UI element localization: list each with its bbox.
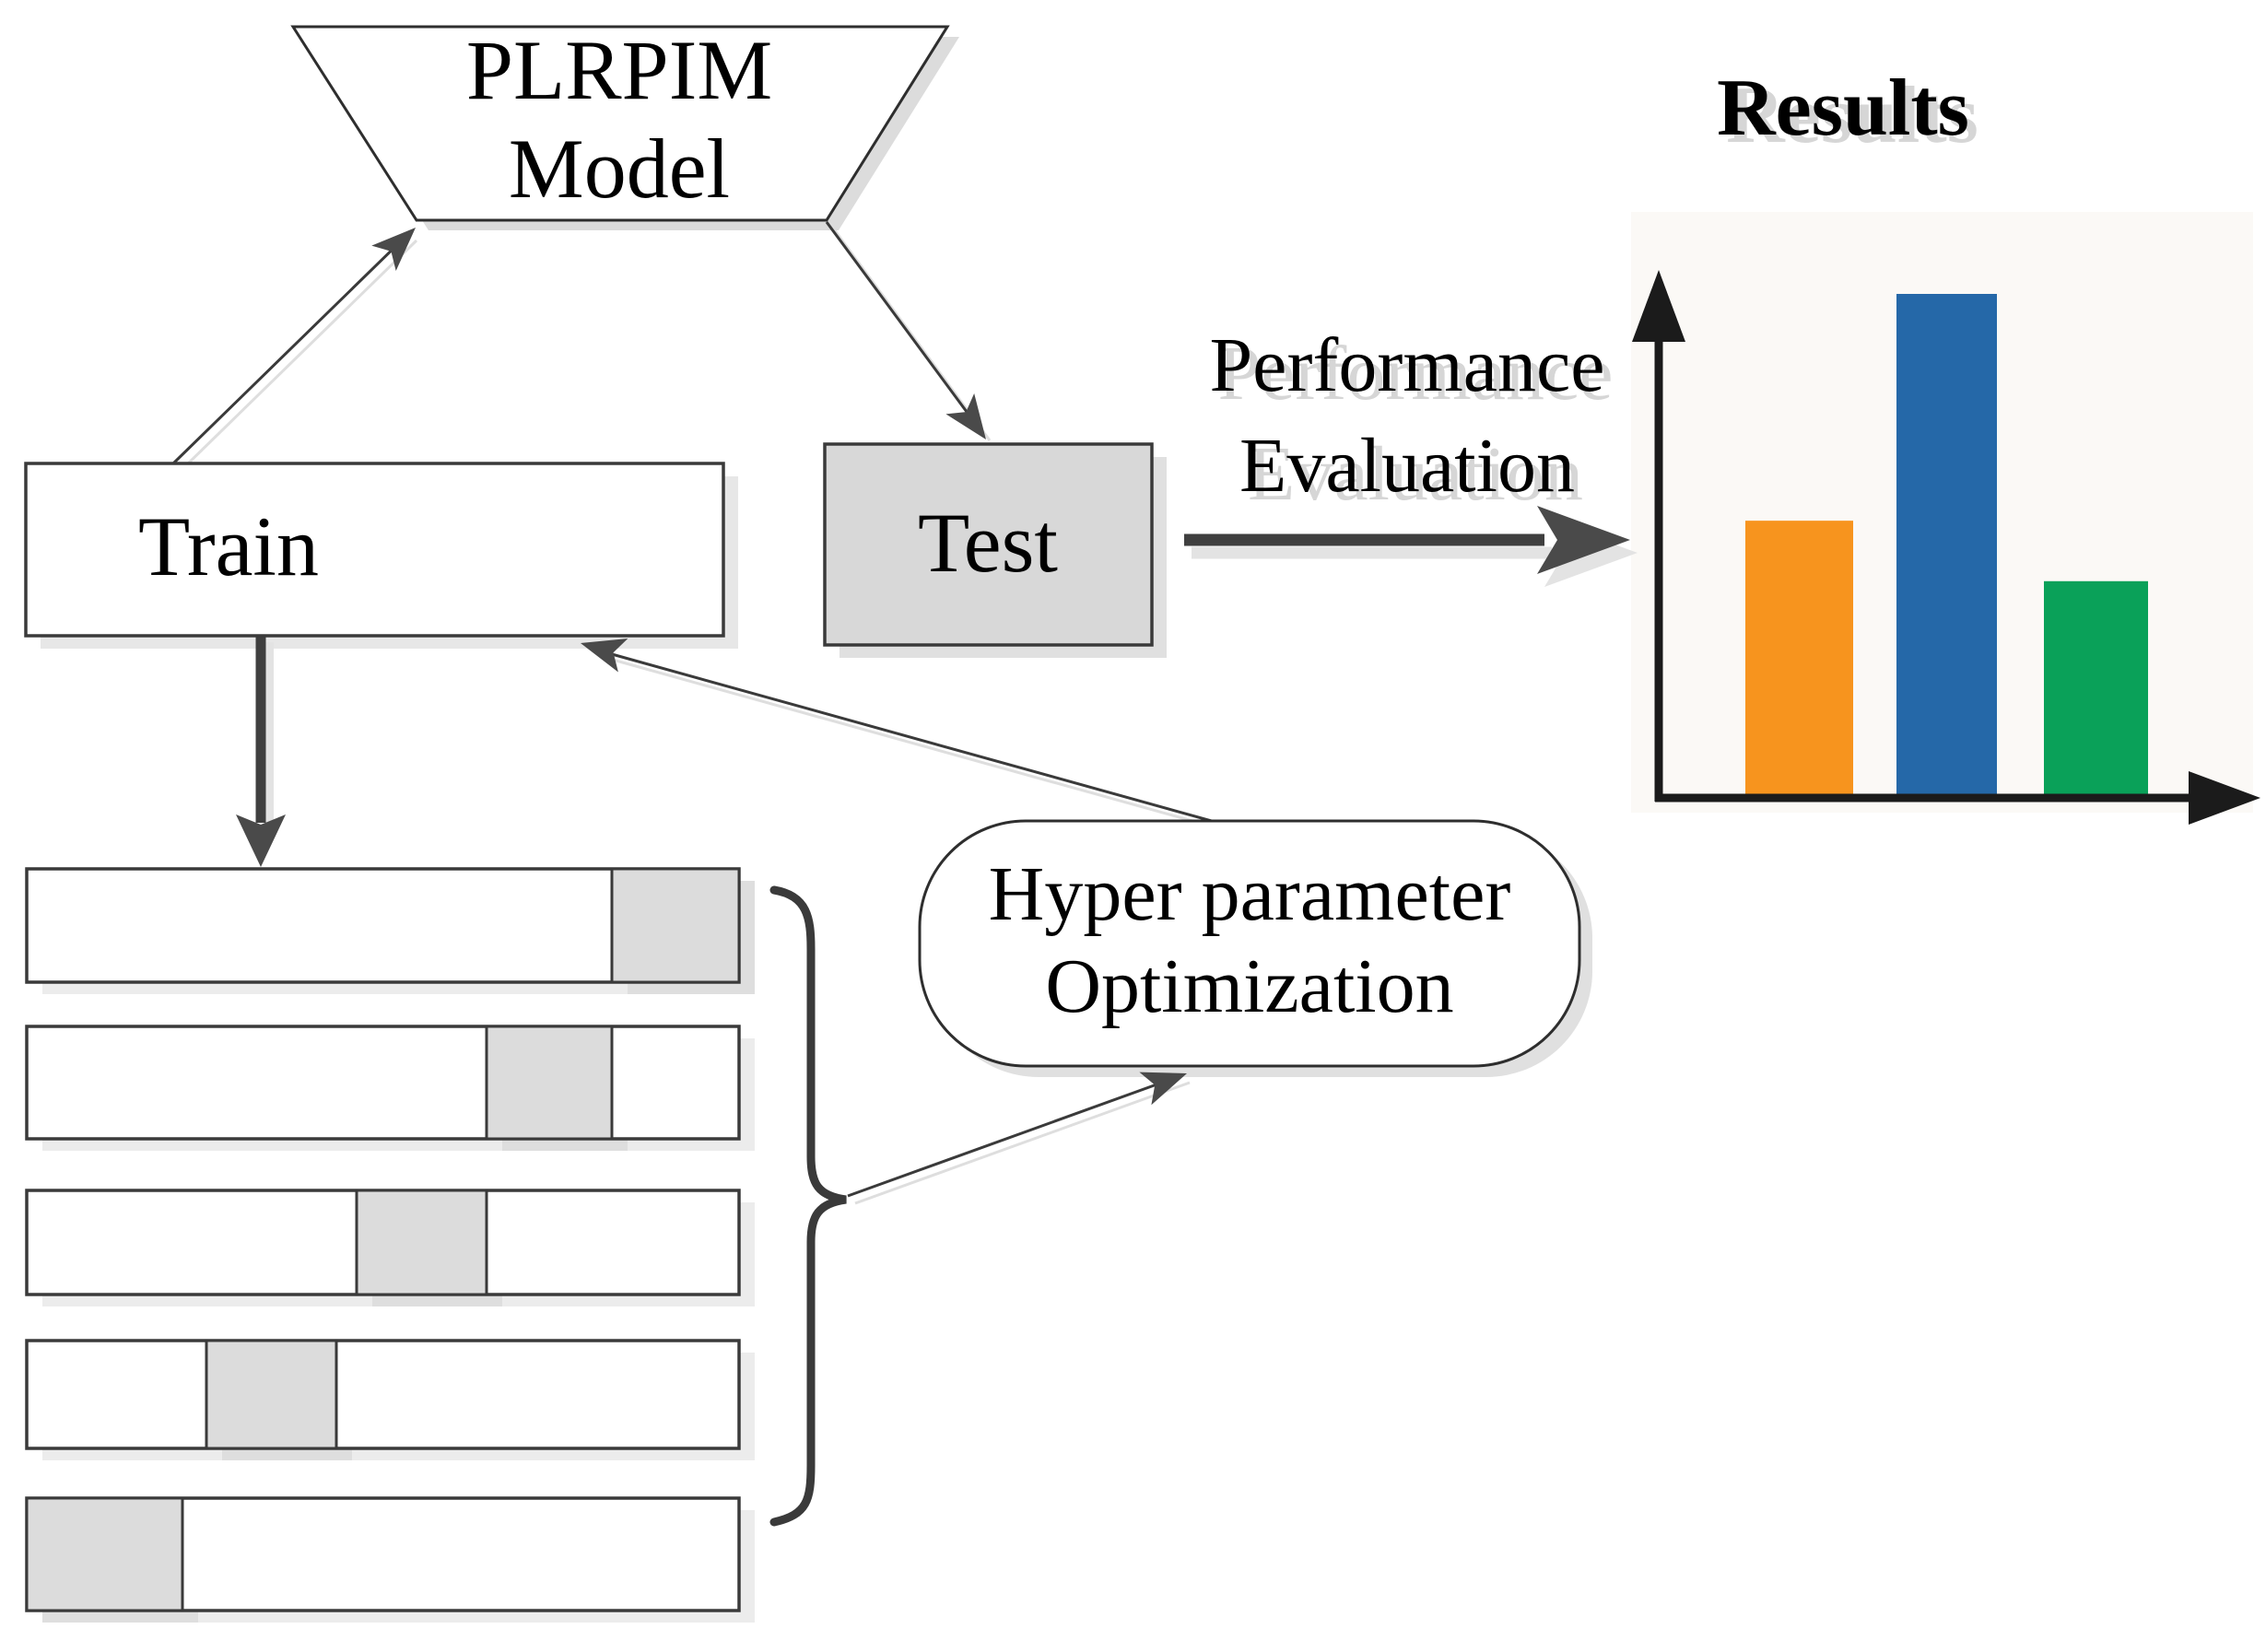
fold-test-segment <box>485 1025 614 1141</box>
train-box <box>24 462 725 638</box>
connector-train-to-model <box>171 231 411 465</box>
test-label: Test <box>918 496 1058 590</box>
fold-row <box>25 1025 741 1141</box>
hyperopt-node <box>918 819 1581 1068</box>
hyperopt-label-line1: Hyper parameter <box>989 851 1511 937</box>
shadow-line <box>181 239 418 471</box>
fold-test-segment <box>610 867 741 984</box>
performance-label-line1: Performance <box>1209 322 1604 408</box>
folds-brace <box>769 885 847 1527</box>
performance-label-line2: Evaluation <box>1239 423 1575 509</box>
connector-model-to-test <box>825 221 984 434</box>
model-label-line1: PLRPIM <box>466 23 772 117</box>
test-box <box>823 442 1154 647</box>
shadow-line <box>832 228 992 441</box>
y-axis-arrowhead-icon <box>1632 270 1685 342</box>
fold-test-segment <box>205 1339 338 1450</box>
hyperopt-label-line2: Optimization <box>1045 943 1453 1029</box>
arrowhead-folds <box>236 814 286 867</box>
result-bar <box>2044 580 2148 798</box>
cross-validation-folds <box>25 867 755 1623</box>
train-label: Train <box>138 499 319 593</box>
result-bar <box>1745 521 1853 798</box>
fold-row <box>25 1339 741 1450</box>
fold-test-segment <box>25 1496 184 1612</box>
arrowhead-into-test <box>945 392 1001 451</box>
result-bar <box>1896 294 1997 798</box>
arrowhead-performance <box>1537 506 1630 574</box>
evaluation-label-shadow: Evaluation <box>1248 431 1583 517</box>
model-label-line2: Model <box>509 122 730 216</box>
connector-hyperopt-to-train <box>594 648 1236 829</box>
shadow-line <box>602 655 1243 837</box>
shadow-line <box>854 1081 1191 1205</box>
performance-label-shadow: Performance <box>1217 331 1613 416</box>
connector-folds-to-hyperopt <box>847 1073 1183 1198</box>
fold-test-segment <box>355 1189 488 1296</box>
model-trapezoid <box>290 25 950 222</box>
results-bars <box>1745 294 2148 798</box>
results-title-shadow: Results <box>1726 71 1978 160</box>
results-title: Results <box>1717 64 1969 153</box>
x-axis-arrowhead-icon <box>2189 771 2260 825</box>
